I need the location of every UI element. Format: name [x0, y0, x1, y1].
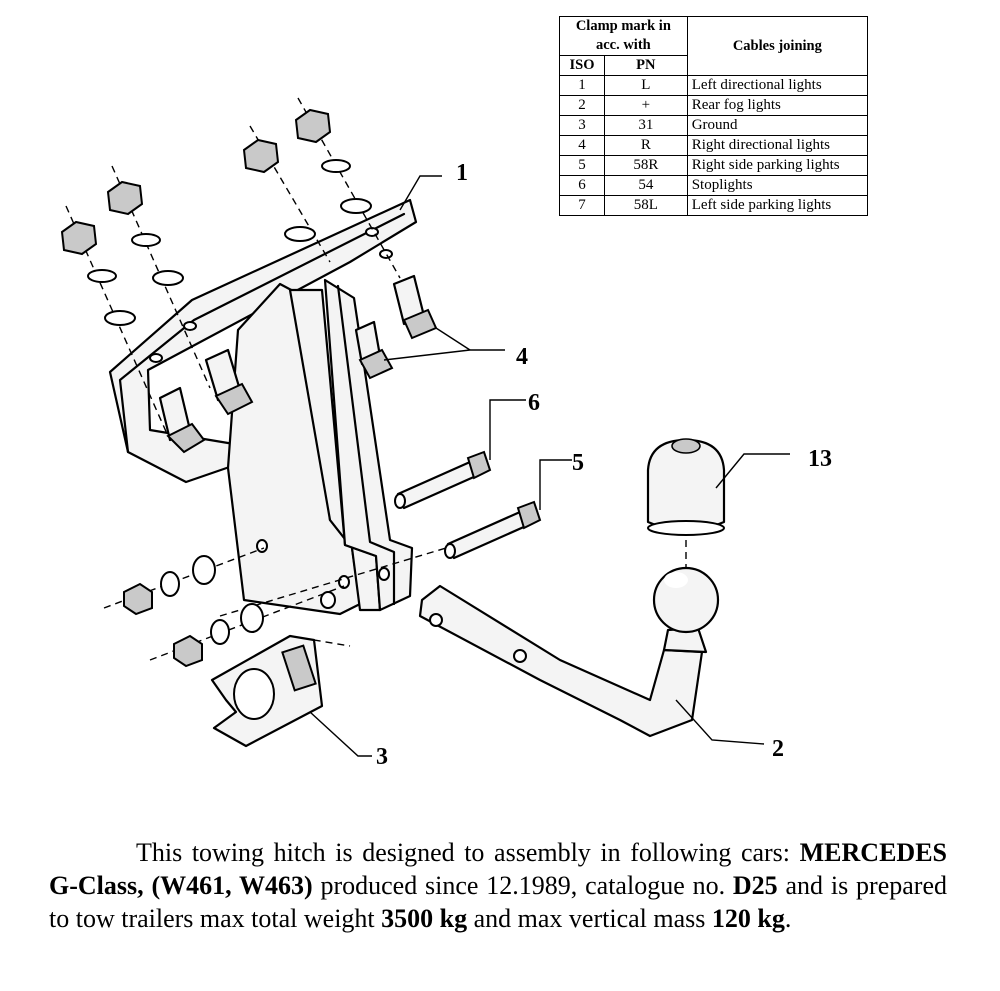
iso-cell: 1 — [559, 75, 605, 96]
callout-6: 6 — [528, 390, 540, 416]
pn-cell: 31 — [604, 115, 688, 136]
legend-row: 4 R Right directional lights — [559, 135, 869, 156]
iso-cell: 4 — [559, 135, 605, 156]
top-right-fasteners — [242, 97, 401, 279]
iso-header: ISO — [559, 55, 605, 76]
catalogue-number: D25 — [732, 871, 778, 900]
compatibility-description: This towing hitch is designed to assembl… — [49, 836, 947, 935]
iso-cell: 6 — [559, 175, 605, 196]
cables-joining-header: Cables joining — [686, 16, 869, 76]
legend-row: 3 31 Ground — [559, 115, 869, 136]
max-total-weight: 3500 kg — [381, 904, 468, 933]
max-vertical-mass: 120 kg — [711, 904, 785, 933]
car-model: MERCEDES G-Class, (W461, W463) — [49, 838, 947, 900]
pn-cell: + — [604, 95, 688, 116]
desc-text-3: and is prepared to tow trailers max tota… — [49, 871, 947, 933]
top-left-fasteners — [60, 165, 211, 437]
cable-cell: Right directional lights — [686, 135, 869, 156]
pn-cell: 58R — [604, 155, 688, 176]
pn-cell: 58L — [604, 195, 688, 216]
pn-cell: L — [604, 75, 688, 96]
callout-13: 13 — [808, 446, 832, 472]
legend-row: 7 58L Left side parking lights — [559, 195, 869, 216]
desc-text-4: and max vertical mass — [467, 904, 712, 933]
pn-header: PN — [604, 55, 688, 76]
desc-text-5: . — [784, 904, 792, 933]
lower-fasteners — [103, 547, 345, 668]
iso-cell: 3 — [559, 115, 605, 136]
bolts-part-4 — [158, 274, 505, 454]
cable-cell: Rear fog lights — [686, 95, 869, 116]
callout-5: 5 — [572, 450, 584, 476]
exploded-assembly-drawing: 1 4 6 5 13 2 3 — [60, 97, 832, 770]
cable-cell: Ground — [686, 115, 869, 136]
cable-cell: Stoplights — [686, 175, 869, 196]
legend-row: 5 58R Right side parking lights — [559, 155, 869, 176]
callout-3: 3 — [376, 744, 388, 770]
legend-row: 1 L Left directional lights — [559, 75, 869, 96]
callout-2: 2 — [772, 736, 784, 762]
pn-cell: R — [604, 135, 688, 156]
desc-text-2: produced since 12.1989, catalogue no. — [312, 871, 733, 900]
socket-plate-part-3 — [210, 634, 372, 757]
main-bracket-part-1 — [108, 198, 418, 616]
legend-row: 2 + Rear fog lights — [559, 95, 869, 116]
legend-row: 6 54 Stoplights — [559, 175, 869, 196]
cable-cell: Left directional lights — [686, 75, 869, 96]
ball-cover-part-13 — [646, 438, 790, 536]
pn-cell: 54 — [604, 175, 688, 196]
ball-arm-part-2 — [418, 540, 765, 745]
desc-text-1: This towing hitch is designed to assembl… — [136, 838, 800, 867]
callout-1: 1 — [456, 160, 468, 186]
iso-cell: 7 — [559, 195, 605, 216]
cable-cell: Right side parking lights — [686, 155, 869, 176]
callout-4: 4 — [516, 344, 528, 370]
long-bolts-parts-5-6 — [219, 399, 572, 617]
iso-cell: 5 — [559, 155, 605, 176]
iso-cell: 2 — [559, 95, 605, 116]
wiring-legend-table: Clamp mark in acc. with Cables joining I… — [559, 16, 869, 216]
clamp-mark-header: Clamp mark in acc. with — [559, 16, 688, 56]
cable-cell: Left side parking lights — [686, 195, 869, 216]
